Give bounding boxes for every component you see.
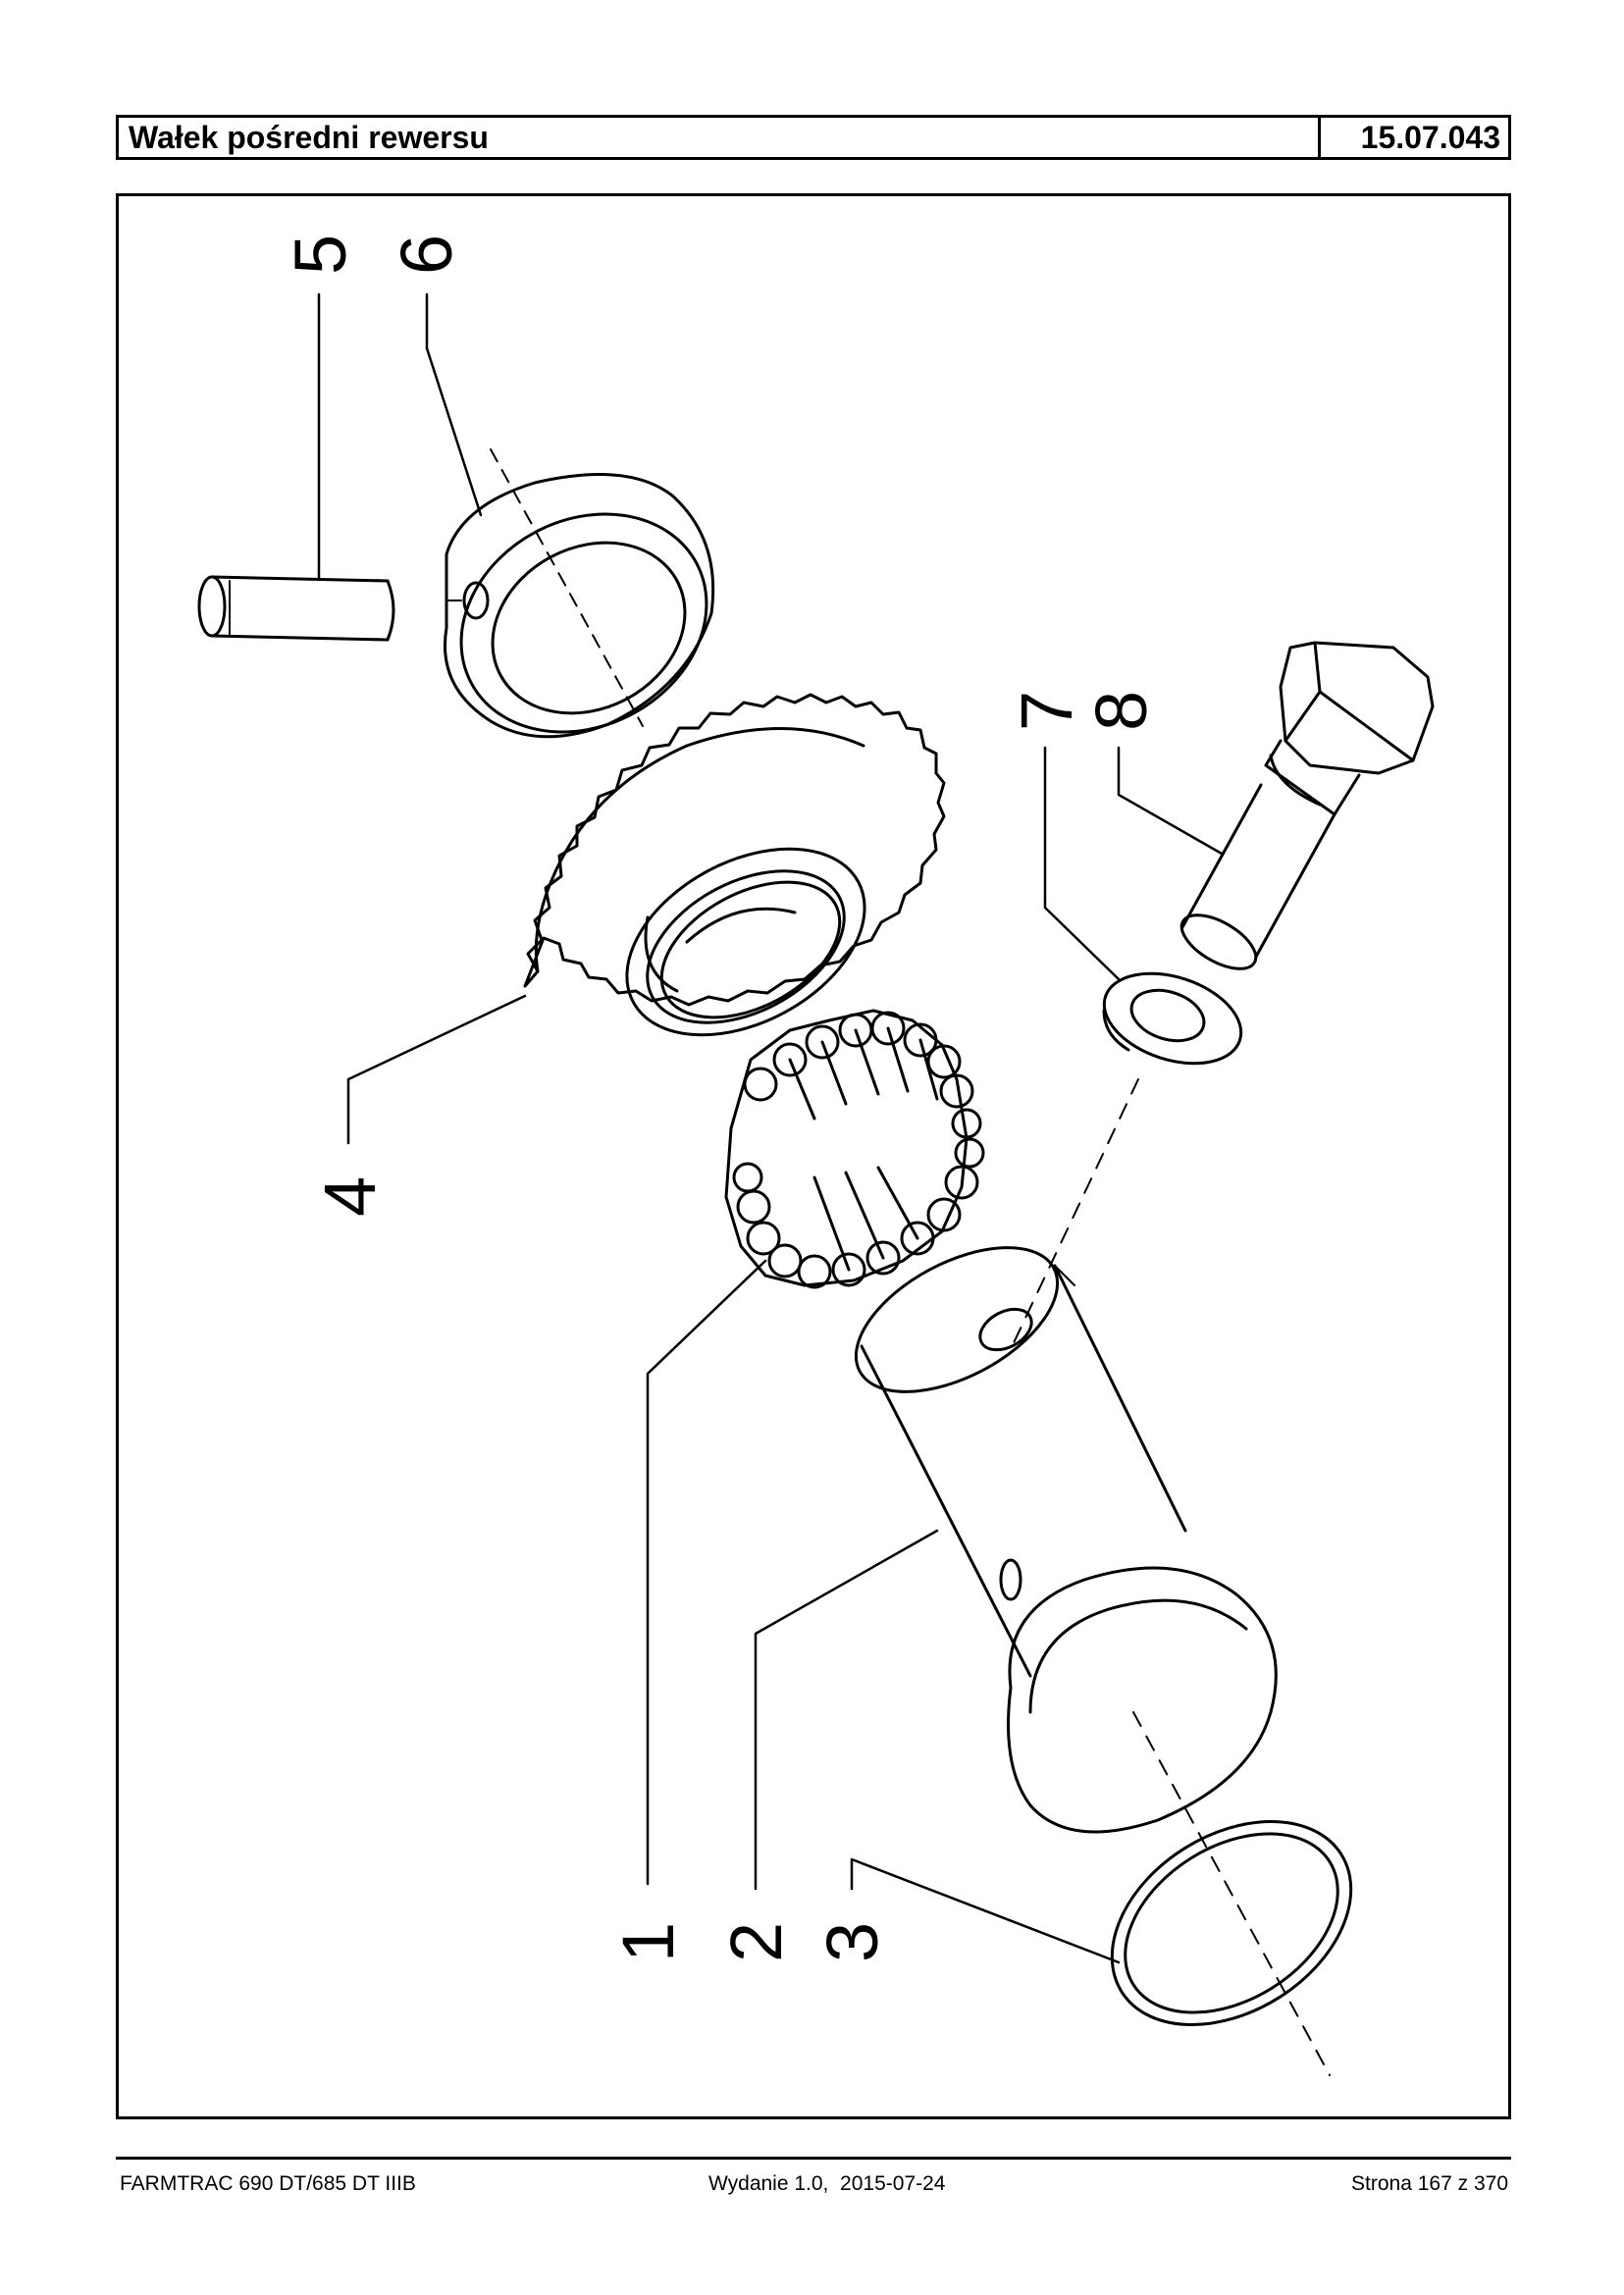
callout-1: 1: [607, 1922, 689, 1962]
part-3-ring: [1110, 1819, 1353, 2027]
part-8-bolt: [1179, 641, 1435, 970]
part-6-collar: [444, 448, 715, 739]
footer-page-number: Strona 167 z 370: [1351, 2172, 1508, 2195]
part-5-pin: [197, 575, 395, 642]
footer-model: FARMTRAC 690 DT/685 DT IIIB: [120, 2172, 416, 2195]
page-header: Wałek pośredni rewersu 15.07.043: [116, 115, 1511, 160]
callout-4: 4: [309, 1176, 391, 1217]
callout-8: 8: [1080, 691, 1162, 731]
page-title: Wałek pośredni rewersu: [129, 120, 489, 155]
callout-2: 2: [715, 1922, 797, 1962]
leader-lines: [317, 292, 1224, 1964]
callout-6: 6: [386, 235, 467, 275]
axis-lines: [1010, 1078, 1331, 2076]
section-code: 15.07.043: [1318, 118, 1508, 157]
part-7-washer: [1102, 971, 1243, 1066]
callout-5: 5: [280, 235, 361, 275]
part-2-shaft: [854, 1246, 1278, 1834]
callout-7: 7: [1006, 691, 1087, 731]
footer-edition: Wydanie 1.0, 2015-07-24: [708, 2172, 946, 2195]
drawing-frame: [116, 193, 1511, 2119]
callout-3: 3: [812, 1922, 893, 1962]
callout-labels: 5 6 4 7 8 1 2 3: [280, 235, 1162, 1962]
footer-divider: [116, 2157, 1511, 2160]
part-1-needle-bearing: [724, 1009, 985, 1289]
part-4-gear: [523, 693, 946, 1037]
